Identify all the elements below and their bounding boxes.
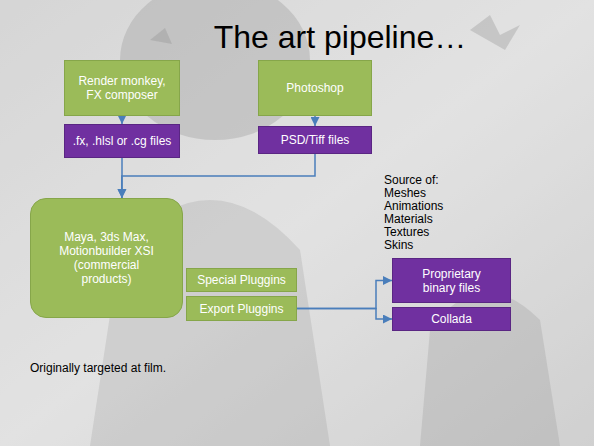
connector-arrow — [122, 154, 315, 198]
box-text: .fx, .hlsl or .cg files — [73, 134, 172, 148]
source-note: Source of: Meshes Animations Materials T… — [384, 174, 456, 252]
box-text: Special Pluggins — [197, 273, 286, 287]
connector-arrow — [314, 116, 316, 126]
box-text: PSD/Tiff files — [281, 133, 350, 147]
tool-box: Render monkey, FX composer — [64, 60, 180, 116]
file-box: PSD/Tiff files — [258, 126, 372, 154]
plugin-box: Export Pluggins — [186, 296, 297, 321]
connector-arrow — [121, 116, 123, 124]
tool-box: Photoshop — [258, 60, 372, 116]
plugin-box: Special Pluggins — [186, 268, 297, 292]
footnote: Originally targeted at film. — [30, 362, 330, 375]
slide-title: The art pipeline… — [150, 18, 530, 56]
connector-arrow — [297, 281, 392, 309]
file-box: Proprietary binary files — [392, 258, 511, 303]
connector-arrow — [297, 309, 392, 320]
file-box: Collada — [392, 307, 511, 331]
box-text: Photoshop — [286, 81, 343, 95]
box-text: Collada — [431, 312, 472, 326]
box-text: Proprietary binary files — [412, 267, 492, 295]
box-text: Maya, 3ds Max, Motionbuilder XSI (commer… — [59, 230, 154, 286]
file-box: .fx, .hlsl or .cg files — [64, 124, 180, 158]
box-text: Export Pluggins — [199, 302, 283, 316]
application-box: Maya, 3ds Max, Motionbuilder XSI (commer… — [30, 198, 183, 318]
box-text: Render monkey, FX composer — [75, 74, 170, 102]
